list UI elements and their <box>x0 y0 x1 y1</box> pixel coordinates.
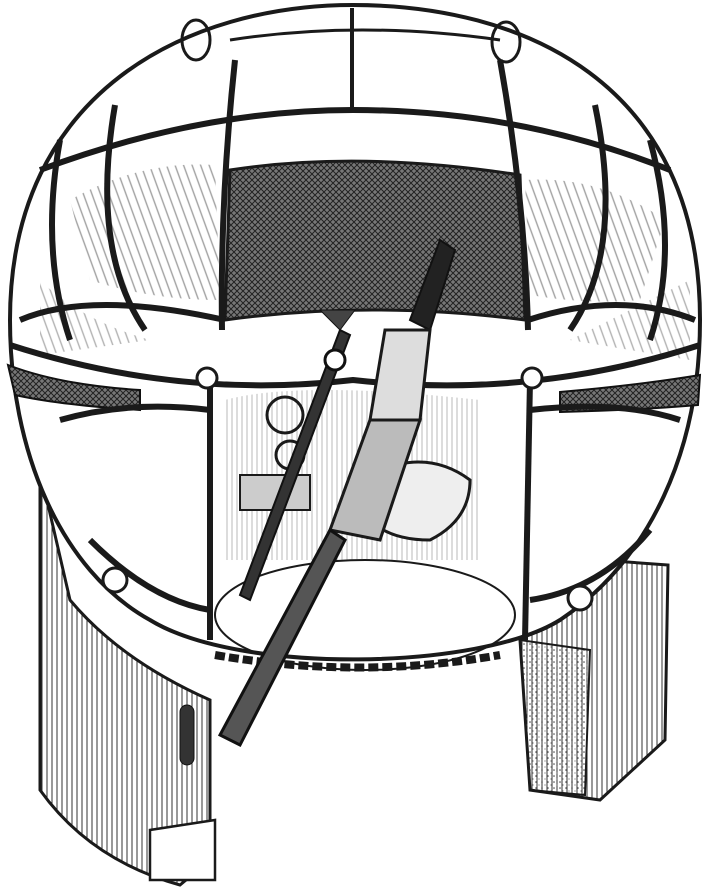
fuselage-skirt-left <box>38 469 217 887</box>
turret-dome <box>6 2 703 672</box>
machine-gun <box>217 238 457 748</box>
